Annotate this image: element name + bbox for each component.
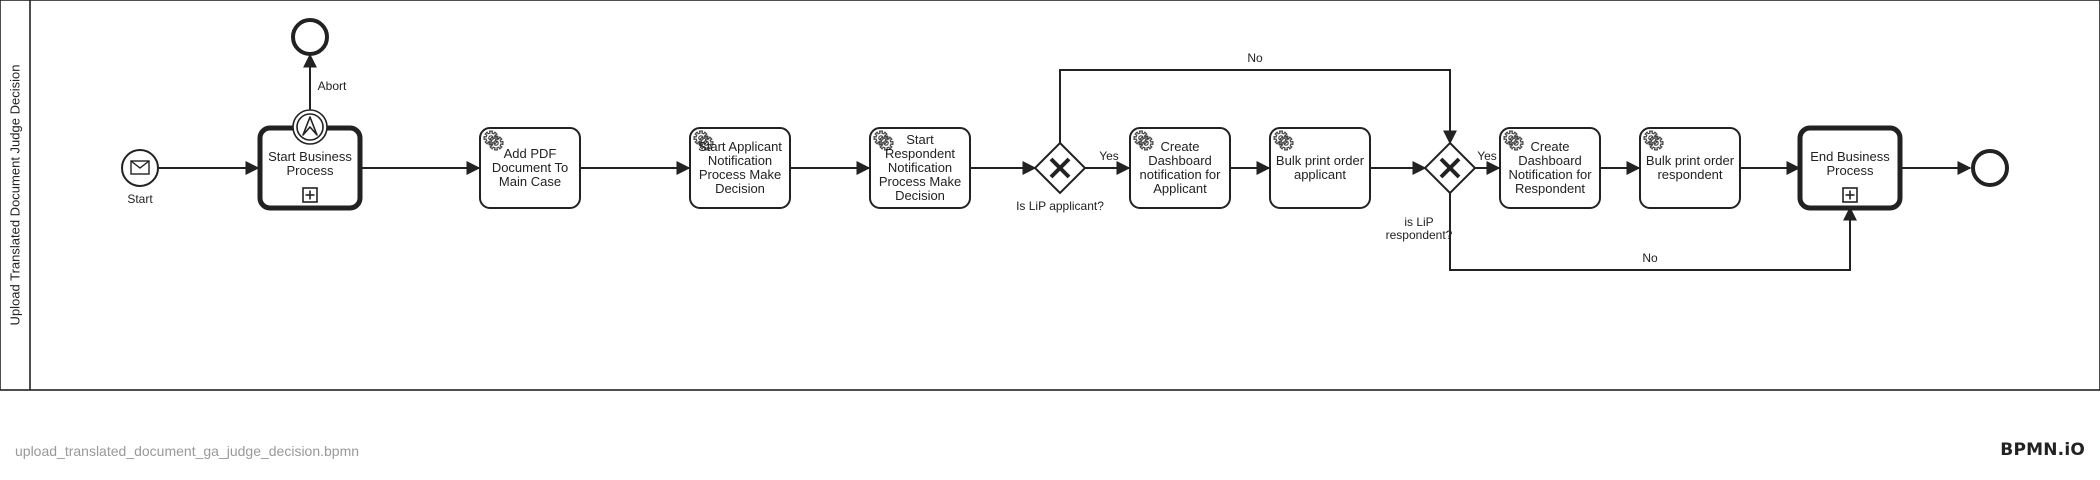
task-applicant-notification-box[interactable] bbox=[689, 127, 791, 209]
task-bulk-print-respondent-label: Bulk print order respondent bbox=[1645, 153, 1735, 182]
escalation-icon bbox=[302, 116, 318, 136]
task-add-pdf-box[interactable] bbox=[479, 127, 581, 209]
start-event-label: Start bbox=[127, 191, 153, 206]
bpmn-io-logo[interactable]: BPMN.iO bbox=[2000, 440, 2085, 460]
gear-icon bbox=[1503, 130, 1524, 151]
gear-icon bbox=[483, 130, 504, 151]
start-event[interactable] bbox=[121, 149, 159, 187]
flow-label-applicant-yes: Yes bbox=[1099, 148, 1119, 163]
task-add-pdf-label: Add PDF Document To Main Case bbox=[491, 146, 569, 189]
gateway-lip-applicant-label: Is LiP applicant? bbox=[1016, 198, 1104, 213]
task-bulk-print-applicant-label: Bulk print order applicant bbox=[1275, 153, 1365, 182]
task-bulk-print-respondent-box[interactable] bbox=[1639, 127, 1741, 209]
abort-label: Abort bbox=[317, 78, 347, 93]
exclusive-x-icon bbox=[1439, 157, 1461, 179]
exclusive-x-icon bbox=[1049, 157, 1071, 179]
service-tasks bbox=[479, 127, 1741, 209]
end-business-process-label: End Business Process bbox=[1810, 149, 1890, 178]
gear-icon bbox=[873, 130, 894, 151]
gateway-lip-applicant[interactable] bbox=[1033, 141, 1087, 195]
flow-label-applicant-no: No bbox=[1247, 50, 1263, 65]
gateway-lip-respondent-label: is LiP respondent? bbox=[1385, 215, 1453, 242]
gear-icon bbox=[1273, 130, 1294, 151]
gateway-lip-respondent[interactable] bbox=[1423, 141, 1477, 195]
gear-icon bbox=[1133, 130, 1154, 151]
expand-marker-icon[interactable] bbox=[1842, 187, 1858, 203]
task-dashboard-applicant-label: Create Dashboard notification for Applic… bbox=[1139, 139, 1221, 196]
abort-end-event[interactable] bbox=[291, 18, 329, 56]
gear-icon bbox=[1643, 130, 1664, 151]
end-event[interactable] bbox=[1971, 149, 2009, 187]
task-respondent-notification-box[interactable] bbox=[869, 127, 971, 209]
task-dashboard-respondent-box[interactable] bbox=[1499, 127, 1601, 209]
escalation-boundary-event[interactable] bbox=[292, 109, 328, 145]
end-business-process-box[interactable] bbox=[1797, 125, 1903, 211]
start-business-process-label: Start Business Process bbox=[268, 149, 352, 178]
task-respondent-notification-label: Start Respondent Notification Process Ma… bbox=[878, 132, 962, 203]
pool-label: Upload Translated Document Judge Decisio… bbox=[7, 64, 23, 326]
task-dashboard-respondent-label: Create Dashboard Notification for Respon… bbox=[1508, 139, 1592, 196]
flow-gw2-no[interactable] bbox=[1449, 193, 1857, 271]
expand-marker-icon[interactable] bbox=[302, 187, 318, 203]
diagram-filename: upload_translated_document_ga_judge_deci… bbox=[15, 443, 360, 459]
task-applicant-notification-label: Start Applicant Notification Process Mak… bbox=[698, 139, 782, 196]
flow-gw1-no[interactable] bbox=[1059, 69, 1457, 145]
flow-label-respondent-no: No bbox=[1642, 250, 1658, 265]
task-dashboard-applicant-box[interactable] bbox=[1129, 127, 1231, 209]
task-bulk-print-applicant-box[interactable] bbox=[1269, 127, 1371, 209]
gear-icon bbox=[693, 130, 714, 151]
sequence-flows bbox=[158, 53, 1972, 271]
envelope-icon bbox=[130, 160, 150, 175]
service-gear-icons bbox=[483, 130, 1664, 151]
flow-label-respondent-yes: Yes bbox=[1477, 148, 1497, 163]
